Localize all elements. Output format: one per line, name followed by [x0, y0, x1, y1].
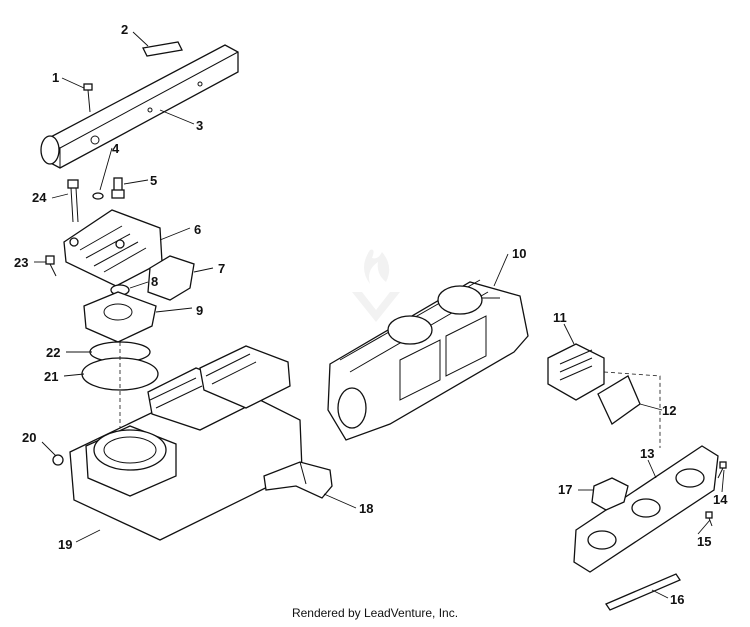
callout-21: 21 [44, 369, 58, 384]
callout-24: 24 [32, 190, 47, 205]
part-bolt-23 [45, 255, 57, 277]
callout-4: 4 [112, 141, 120, 156]
part-crankcase-10 [327, 279, 529, 441]
callout-8: 8 [151, 274, 158, 289]
callout-11: 11 [553, 310, 567, 325]
callout-5: 5 [150, 173, 157, 188]
callout-7: 7 [218, 261, 225, 276]
part-cover-9 [83, 291, 157, 343]
callout-labels: 1 2 3 4 5 6 7 8 9 10 11 12 13 14 15 16 1… [14, 22, 728, 607]
part-strap-16 [605, 573, 681, 611]
leader-lines [34, 31, 725, 599]
callout-20: 20 [22, 430, 36, 445]
footer-credit: Rendered by LeadVenture, Inc. [291, 606, 459, 620]
callout-17: 17 [558, 482, 572, 497]
part-sensor-5 [111, 177, 125, 199]
callout-18: 18 [359, 501, 373, 516]
callout-19: 19 [58, 537, 72, 552]
part-cylinder-block-19 [69, 345, 303, 541]
callout-3: 3 [196, 118, 203, 133]
part-screw-14 [717, 461, 727, 479]
part-bolt-24 [67, 179, 79, 223]
callout-23: 23 [14, 255, 28, 270]
part-intake-manifold-13 [573, 445, 719, 573]
callout-15: 15 [697, 534, 711, 549]
part-pipe [40, 44, 239, 169]
callout-12: 12 [662, 403, 676, 418]
part-gasket-17 [591, 477, 629, 511]
watermark-logo [352, 249, 400, 322]
part-label-strip [142, 41, 183, 57]
callout-22: 22 [46, 345, 60, 360]
callout-14: 14 [713, 492, 728, 507]
callout-10: 10 [512, 246, 526, 261]
callout-2: 2 [121, 22, 128, 37]
part-screw-1 [83, 83, 93, 113]
part-bracket-18 [263, 461, 333, 499]
part-gasket-7 [147, 255, 195, 301]
part-nut-20 [52, 454, 64, 466]
callout-6: 6 [194, 222, 201, 237]
part-reed-valve-11 [547, 343, 605, 401]
callout-13: 13 [640, 446, 654, 461]
part-washer-4 [92, 192, 104, 200]
part-screw-15 [705, 511, 713, 527]
part-cylinder-head-6 [63, 209, 163, 287]
callout-16: 16 [670, 592, 684, 607]
callout-9: 9 [196, 303, 203, 318]
callout-1: 1 [52, 70, 59, 85]
